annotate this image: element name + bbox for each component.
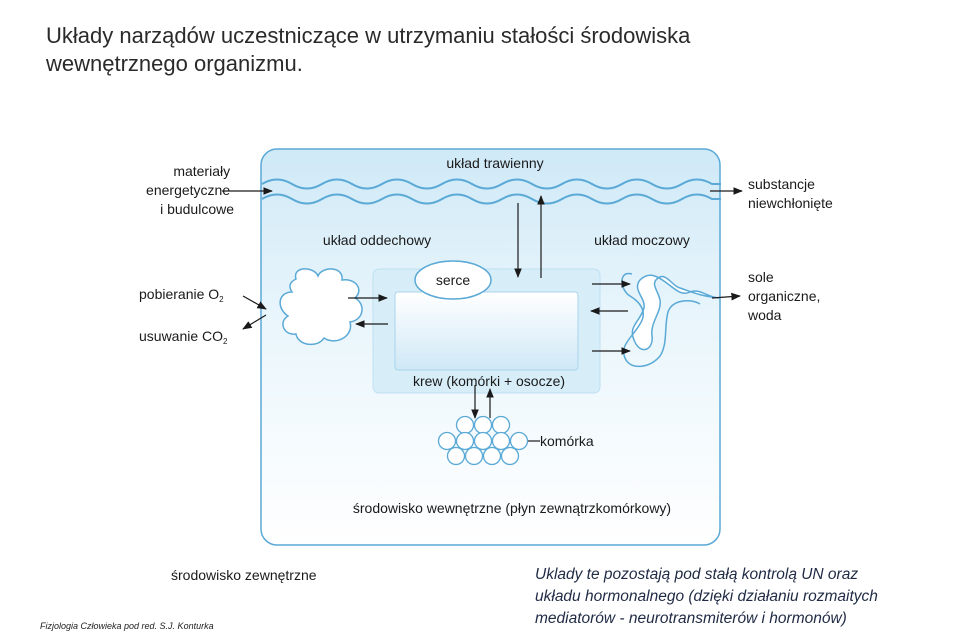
title-line-2: wewnętrznego organizmu. xyxy=(46,51,303,76)
control-note: Uklady te pozostają pod stałą kontrolą U… xyxy=(535,564,955,630)
blood-box xyxy=(394,291,579,371)
title-line-1: Układy narządów uczestniczące w utrzyman… xyxy=(46,23,691,48)
label-co2-text: usuwanie CO xyxy=(139,328,223,344)
label-o2-subscript: 2 xyxy=(219,295,224,304)
kidney-tube xyxy=(631,274,720,351)
label-input-materials: materiały energetyczne i budulcowe xyxy=(146,163,234,217)
label-urine-output-2: organiczne, xyxy=(748,288,820,304)
label-respiratory-system: układ oddechowy xyxy=(323,232,431,248)
note-line-2: układu hormonalnego (dzięki działaniu ro… xyxy=(535,588,878,605)
label-co2-subscript: 2 xyxy=(223,337,228,346)
label-unabsorbed-2: niewchłonięte xyxy=(748,195,833,211)
page-title: Układy narządów uczestniczące w utrzyman… xyxy=(46,22,690,78)
label-cell: komórka xyxy=(540,433,594,449)
label-input-materials-2: energetyczne xyxy=(146,182,230,198)
label-blood: krew (komórki + osocze) xyxy=(413,373,565,389)
label-heart: serce xyxy=(436,272,470,288)
label-input-materials-3: i budulcowe xyxy=(160,201,234,217)
label-internal-environment: środowisko wewnętrzne (płyn zewnątrzkomó… xyxy=(353,500,671,516)
note-line-3: mediatorów - neurotransmiterów i hormonó… xyxy=(535,610,847,627)
label-unabsorbed: substancje niewchłonięte xyxy=(748,176,833,211)
label-urine-output-3: woda xyxy=(747,307,782,323)
lungs-shape xyxy=(279,268,363,346)
flow-arrows xyxy=(222,187,743,442)
heart-ellipse xyxy=(414,260,492,300)
source-citation: Fizjologia Człowieka pod red. S.J. Kontu… xyxy=(40,621,214,631)
digestive-wave-bottom xyxy=(261,193,721,205)
label-urine-output-1: sole xyxy=(748,269,774,285)
label-input-materials-1: materiały xyxy=(173,163,230,179)
label-o2-intake: pobieranie O2 xyxy=(139,286,224,304)
digestive-wave-top xyxy=(261,178,721,190)
label-o2-text: pobieranie O xyxy=(139,286,219,302)
label-digestive-system: układ trawienny xyxy=(446,155,543,171)
kidney-loop xyxy=(621,272,701,368)
label-urine-output: sole organiczne, woda xyxy=(747,269,824,323)
note-line-1: Uklady te pozostają pod stałą kontrolą U… xyxy=(535,566,859,583)
label-co2-removal: usuwanie CO2 xyxy=(139,328,228,346)
arrow-o2-intake xyxy=(242,295,267,310)
label-unabsorbed-1: substancje xyxy=(748,176,815,192)
external-environment-label: środowisko zewnętrzne xyxy=(171,567,317,583)
label-urinary-system: układ moczowy xyxy=(594,232,690,248)
cell-cluster xyxy=(437,415,529,466)
arrow-urine-output xyxy=(711,292,741,301)
arrow-co2-removal xyxy=(242,314,267,330)
